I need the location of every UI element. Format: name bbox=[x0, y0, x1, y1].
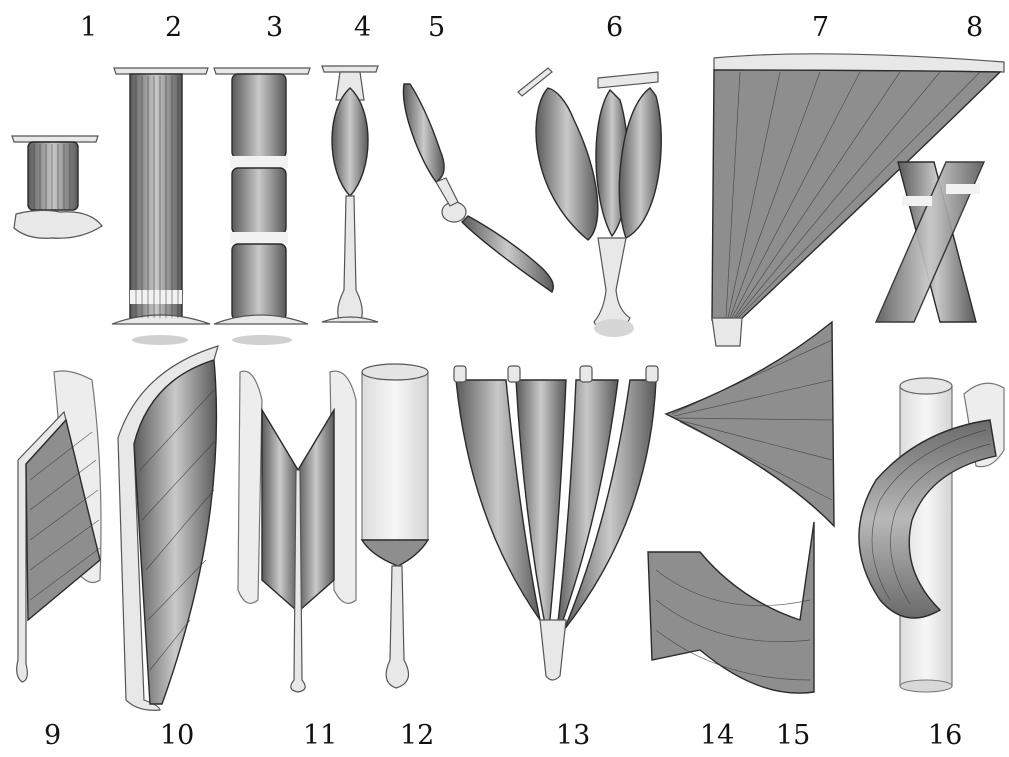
muscle-8-crossed bbox=[876, 162, 984, 322]
label-12: 12 bbox=[400, 720, 434, 751]
muscle-2-strap bbox=[112, 68, 210, 345]
muscle-5-digastric bbox=[403, 84, 553, 292]
muscle-9-unipennate bbox=[17, 371, 101, 682]
label-6: 6 bbox=[606, 12, 623, 43]
label-5: 5 bbox=[428, 12, 445, 43]
muscle-4-fusiform bbox=[322, 66, 378, 322]
label-15: 15 bbox=[776, 720, 810, 751]
label-2: 2 bbox=[165, 12, 182, 43]
muscle-16-spiral bbox=[859, 378, 1004, 692]
label-9: 9 bbox=[44, 720, 61, 751]
label-8: 8 bbox=[966, 12, 983, 43]
muscle-6-tricipital bbox=[518, 68, 661, 337]
label-3: 3 bbox=[266, 12, 283, 43]
label-10: 10 bbox=[160, 720, 194, 751]
label-16: 16 bbox=[928, 720, 962, 751]
muscle-11-bipennate bbox=[238, 371, 356, 692]
muscle-3-segmented bbox=[214, 68, 310, 345]
muscle-15-fan bbox=[666, 322, 834, 526]
label-4: 4 bbox=[354, 12, 371, 43]
muscle-13-multipennate bbox=[454, 366, 658, 680]
label-7: 7 bbox=[812, 12, 829, 43]
label-1: 1 bbox=[80, 12, 97, 43]
label-13: 13 bbox=[556, 720, 590, 751]
muscle-1-quadrate bbox=[12, 136, 102, 238]
muscle-10-unipennate bbox=[118, 346, 218, 710]
muscle-12-cylindrical bbox=[362, 364, 428, 688]
label-14: 14 bbox=[700, 720, 734, 751]
label-11: 11 bbox=[303, 720, 337, 751]
muscle-14-twisted bbox=[648, 522, 814, 693]
